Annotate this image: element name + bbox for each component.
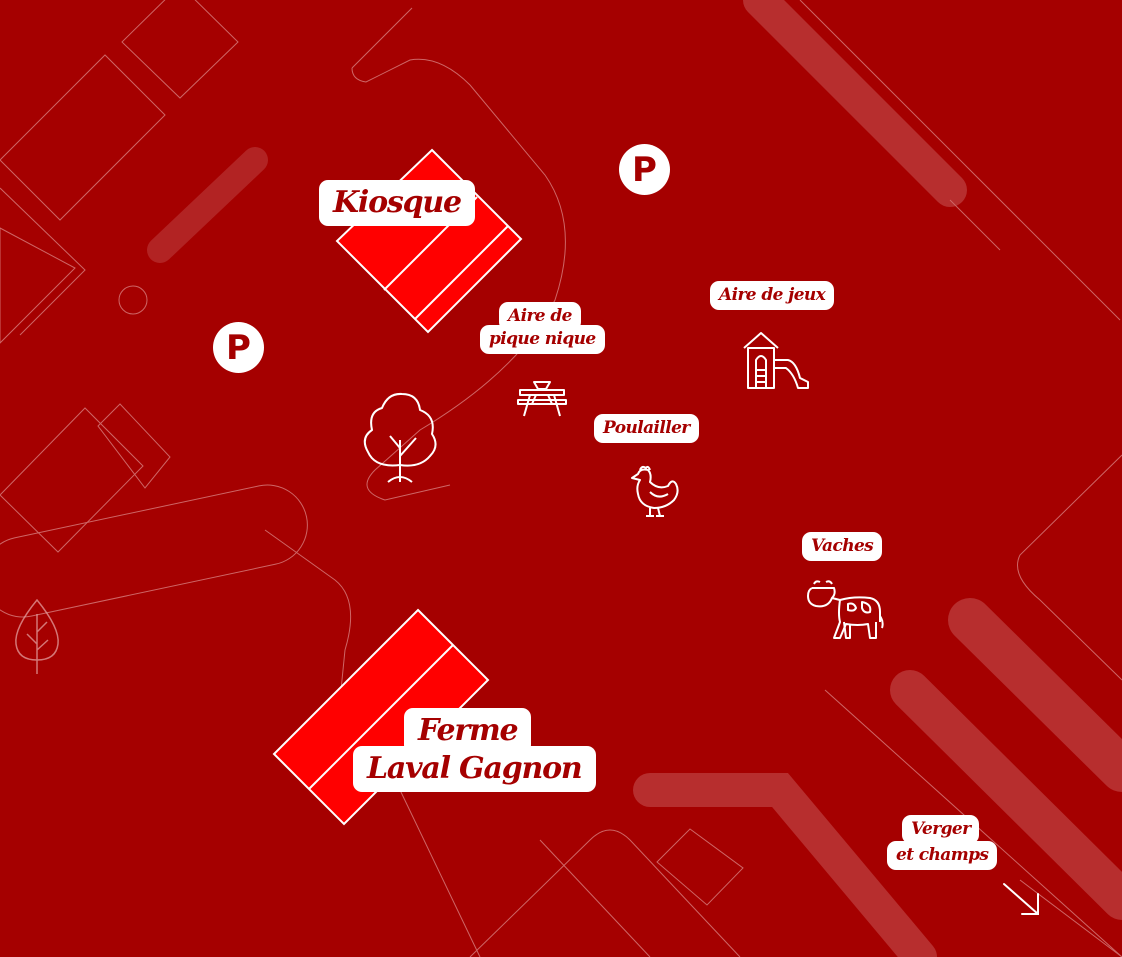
playground-icon <box>743 332 809 389</box>
ferme-label-line2[interactable]: Laval Gagnon <box>353 746 596 792</box>
kiosque-label[interactable]: Kiosque <box>319 180 475 226</box>
kiosque-building <box>335 148 523 334</box>
verger-text-2: et champs <box>896 845 989 865</box>
verger-text-1: Verger <box>911 819 971 839</box>
picnic-table-icon <box>517 381 567 417</box>
ferme-text-2: Laval Gagnon <box>367 751 583 786</box>
parking-symbol: P <box>226 327 251 368</box>
parking-symbol: P <box>632 149 657 190</box>
tree-icon <box>363 392 437 483</box>
poulailler-text: Poulailler <box>603 418 690 438</box>
aire-pique-nique-label-line2[interactable]: pique nique <box>480 325 605 354</box>
verger-label-line2[interactable]: et champs <box>887 841 998 870</box>
ferme-building <box>272 608 490 826</box>
small-tree-icon <box>15 598 59 674</box>
vaches-text: Vaches <box>811 536 874 556</box>
verger-label-line1[interactable]: Verger <box>902 815 980 844</box>
aire-de-jeux-text: Aire de jeux <box>719 285 826 305</box>
kiosque-label-text: Kiosque <box>333 185 462 220</box>
aire-de-jeux-label[interactable]: Aire de jeux <box>710 281 835 310</box>
parking-marker-left: P <box>213 322 264 373</box>
ferme-text-1: Ferme <box>418 713 519 748</box>
arrow-down-right-icon[interactable] <box>1000 880 1044 920</box>
parking-marker-top: P <box>619 144 670 195</box>
aire-pique-nique-text-2: pique nique <box>489 329 596 349</box>
cow-icon <box>807 580 884 639</box>
aire-pique-nique-text-1: Aire de <box>508 306 572 326</box>
chicken-icon <box>631 465 679 517</box>
vaches-label[interactable]: Vaches <box>802 532 883 561</box>
poulailler-label[interactable]: Poulailler <box>594 414 699 443</box>
